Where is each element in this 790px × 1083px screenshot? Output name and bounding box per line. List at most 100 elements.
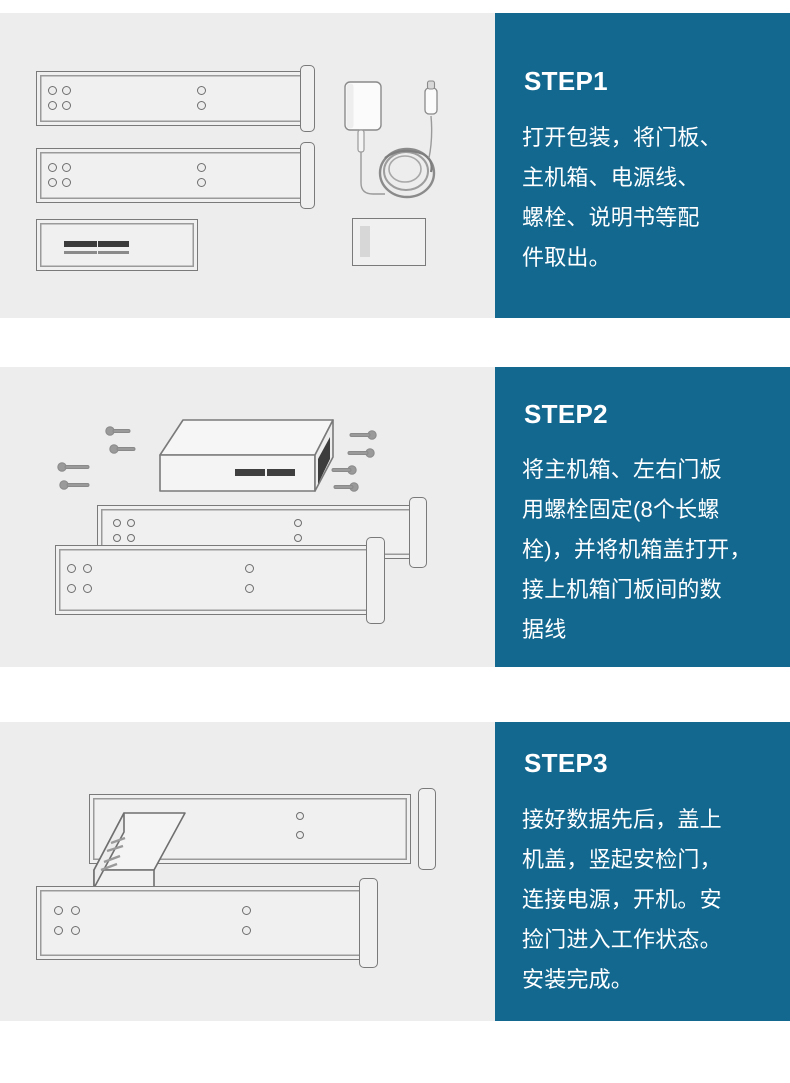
front-panel-hole-5 bbox=[245, 564, 254, 573]
chassis-vent-4 bbox=[98, 251, 129, 254]
rear-panel-hole-5 bbox=[294, 519, 302, 527]
step3-body-line-4: 捡门进入工作状态。 bbox=[522, 927, 722, 952]
main-chassis-3d bbox=[159, 419, 334, 492]
door-panel-front bbox=[55, 545, 375, 615]
front-panel-hole-5 bbox=[242, 906, 251, 915]
step-section-3: STEP3 接好数据先后，盖上 机盖，竖起安检门， 连接电源，开机。安 捡门进入… bbox=[0, 722, 790, 1021]
door-panel-bottom-end-cap bbox=[300, 142, 315, 209]
chassis-front-vent-2 bbox=[267, 469, 295, 476]
step3-body-line-1: 接好数据先后，盖上 bbox=[522, 807, 722, 832]
front-panel-hole-4 bbox=[83, 584, 92, 593]
door-panel-bottom-hole-4 bbox=[62, 178, 71, 187]
front-panel-hole-2 bbox=[71, 906, 80, 915]
door-panel-top-hole-4 bbox=[62, 101, 71, 110]
chassis-top-face bbox=[159, 419, 334, 456]
door-panel-bottom bbox=[36, 148, 308, 203]
chassis-right-panel-dark bbox=[318, 437, 330, 484]
front-panel-hole-3 bbox=[67, 584, 76, 593]
rear-panel-hole-2 bbox=[296, 831, 304, 839]
step1-illustration bbox=[0, 13, 495, 318]
step3-body: 接好数据先后，盖上 机盖，竖起安检门， 连接电源，开机。安 捡门进入工作状态。 … bbox=[522, 800, 784, 1000]
step2-body-line-5: 据线 bbox=[522, 617, 567, 642]
power-plug-tip bbox=[426, 80, 436, 90]
screw-right-4 bbox=[333, 482, 359, 492]
step1-heading: STEP1 bbox=[524, 66, 608, 96]
step3-body-line-2: 机盖，竖起安检门， bbox=[522, 847, 722, 872]
step-section-1: STEP1 打开包装，将门板、 主机箱、电源线、 螺栓、说明书等配 件取出。 bbox=[0, 13, 790, 318]
front-panel-end-cap bbox=[359, 878, 378, 968]
rear-panel-end-cap bbox=[418, 788, 436, 870]
screw-right-1 bbox=[349, 430, 377, 440]
chassis-front-vent-1 bbox=[235, 469, 265, 476]
chassis-lid-vents bbox=[100, 836, 126, 872]
screw-left-3 bbox=[57, 462, 90, 472]
manual-booklet-spine bbox=[360, 226, 370, 257]
door-panel-top-hole-1 bbox=[48, 86, 57, 95]
step2-body-line-4: 接上机箱门板间的数 bbox=[522, 577, 722, 602]
adapter-cable-stub bbox=[357, 129, 365, 153]
step2-body: 将主机箱、左右门板 用螺栓固定(8个长螺 栓)，并将机箱盖打开， 接上机箱门板间… bbox=[522, 450, 787, 650]
step1-body-line-2: 主机箱、电源线、 bbox=[522, 165, 700, 190]
rear-panel-hole-3 bbox=[113, 534, 121, 542]
power-adapter-and-cable bbox=[344, 80, 438, 199]
screw-left-2 bbox=[109, 444, 136, 454]
front-panel-hole-3 bbox=[54, 926, 63, 935]
step-section-2: STEP2 将主机箱、左右门板 用螺栓固定(8个长螺 栓)，并将机箱盖打开， 接… bbox=[0, 367, 790, 667]
front-panel-hole-2 bbox=[83, 564, 92, 573]
step1-text-pane: STEP1 打开包装，将门板、 主机箱、电源线、 螺栓、说明书等配 件取出。 bbox=[495, 13, 790, 318]
door-panel-bottom-hole-2 bbox=[62, 163, 71, 172]
front-panel-end-cap bbox=[366, 537, 385, 624]
door-panel-top-end-cap bbox=[300, 65, 315, 132]
cable-coil-wrap bbox=[384, 149, 433, 173]
step2-body-line-2: 用螺栓固定(8个长螺 bbox=[522, 497, 720, 522]
front-panel-hole-4 bbox=[71, 926, 80, 935]
step1-body-line-4: 件取出。 bbox=[522, 245, 611, 270]
door-panel-bottom-hole-6 bbox=[197, 178, 206, 187]
cable-coil-mid bbox=[383, 151, 429, 191]
front-panel-hole-6 bbox=[245, 584, 254, 593]
rear-panel-hole-2 bbox=[127, 519, 135, 527]
step2-heading: STEP2 bbox=[524, 399, 608, 429]
power-adapter-shade bbox=[346, 83, 354, 129]
front-panel-hole-1 bbox=[54, 906, 63, 915]
step1-body-line-1: 打开包装，将门板、 bbox=[522, 125, 722, 150]
step1-body: 打开包装，将门板、 主机箱、电源线、 螺栓、说明书等配 件取出。 bbox=[522, 118, 772, 278]
power-plug-body bbox=[424, 87, 438, 115]
step2-body-line-3: 栓)，并将机箱盖打开， bbox=[522, 537, 752, 562]
screw-left-1 bbox=[105, 426, 131, 436]
door-panel-bottom-hole-1 bbox=[48, 163, 57, 172]
adapter-cable-run bbox=[360, 152, 385, 195]
rear-panel-end-cap bbox=[409, 497, 427, 568]
screw-group-left bbox=[57, 426, 136, 490]
front-panel-hole-1 bbox=[67, 564, 76, 573]
cable-to-plug bbox=[428, 115, 433, 159]
door-panel-front bbox=[36, 886, 368, 960]
rear-panel-hole-1 bbox=[296, 812, 304, 820]
screw-group-right bbox=[331, 430, 377, 492]
step3-text-pane: STEP3 接好数据先后，盖上 机盖，竖起安检门， 连接电源，开机。安 捡门进入… bbox=[495, 722, 790, 1021]
step3-body-line-5: 安装完成。 bbox=[522, 967, 634, 992]
door-panel-top bbox=[36, 71, 308, 126]
step2-text-pane: STEP2 将主机箱、左右门板 用螺栓固定(8个长螺 栓)，并将机箱盖打开， 接… bbox=[495, 367, 790, 667]
screw-right-3 bbox=[331, 465, 357, 475]
step2-body-line-1: 将主机箱、左右门板 bbox=[522, 457, 722, 482]
front-panel-hole-6 bbox=[242, 926, 251, 935]
cable-coil-outer bbox=[378, 147, 436, 199]
door-panel-top-hole-2 bbox=[62, 86, 71, 95]
step3-body-line-3: 连接电源，开机。安 bbox=[522, 887, 722, 912]
chassis-vent-2 bbox=[98, 241, 129, 247]
rear-panel-hole-4 bbox=[127, 534, 135, 542]
screw-left-4 bbox=[59, 480, 90, 490]
step3-illustration bbox=[0, 722, 495, 1021]
door-panel-top-hole-3 bbox=[48, 101, 57, 110]
door-panel-top-hole-5 bbox=[197, 86, 206, 95]
chassis-vent-1 bbox=[64, 241, 97, 247]
step1-body-line-3: 螺栓、说明书等配 bbox=[522, 205, 700, 230]
step3-heading: STEP3 bbox=[524, 748, 608, 778]
cable-coil-inner bbox=[388, 155, 422, 183]
rear-panel-hole-1 bbox=[113, 519, 121, 527]
door-panel-top-hole-6 bbox=[197, 101, 206, 110]
step2-illustration bbox=[0, 367, 495, 667]
door-panel-bottom-hole-5 bbox=[197, 163, 206, 172]
